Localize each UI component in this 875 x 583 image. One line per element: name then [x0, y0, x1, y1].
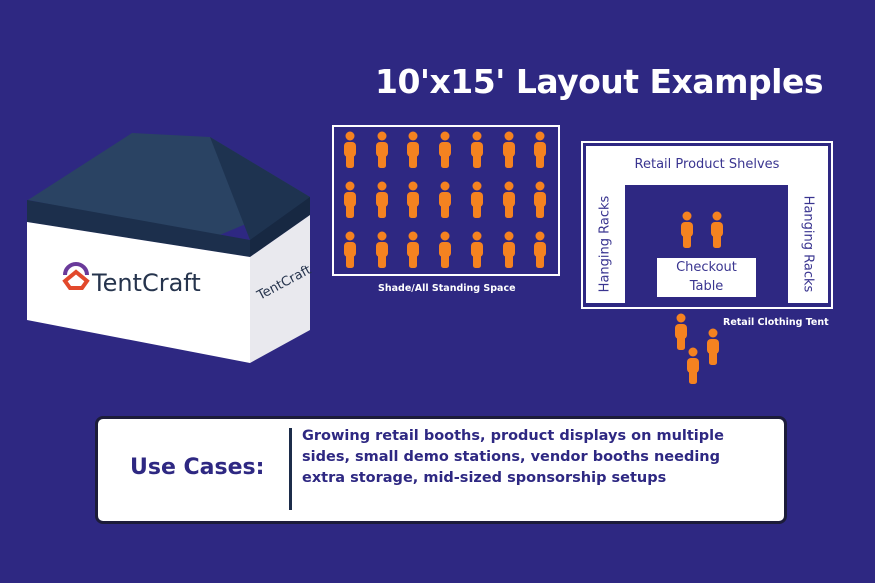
person-icon: [437, 181, 453, 219]
checkout-label-1: Checkout: [676, 260, 737, 275]
person-icon: [342, 131, 358, 169]
checkout-label-2: Table: [689, 279, 724, 294]
person-icon: [374, 131, 390, 169]
person-icon: [469, 231, 485, 269]
person-icon: [685, 347, 701, 385]
retail-layout-caption: Retail Clothing Tent: [723, 317, 829, 328]
person-icon: [532, 181, 548, 219]
person-icon: [437, 231, 453, 269]
person-icon: [532, 231, 548, 269]
person-icon: [709, 211, 725, 249]
standing-layout-box: [332, 125, 560, 276]
person-icon: [501, 131, 517, 169]
person-icon: [342, 231, 358, 269]
hanging-racks-left: Hanging Racks: [586, 185, 625, 303]
person-icon: [501, 231, 517, 269]
retail-shelves: Retail Product Shelves: [586, 146, 828, 185]
hanging-racks-right-label: Hanging Racks: [800, 195, 816, 293]
standing-layout-caption: Shade/All Standing Space: [378, 283, 516, 294]
person-icon: [705, 328, 721, 366]
retail-shelves-label: Retail Product Shelves: [634, 157, 780, 172]
person-icon: [469, 131, 485, 169]
use-cases-panel: Use Cases: Growing retail booths, produc…: [95, 416, 787, 524]
page-title: 10'x15' Layout Examples: [375, 62, 824, 101]
person-icon: [405, 131, 421, 169]
person-icon: [673, 313, 689, 351]
hanging-racks-left-label: Hanging Racks: [597, 195, 613, 293]
person-icon: [679, 211, 695, 249]
tent-illustration: TentCraft TentCraft: [27, 133, 314, 363]
hanging-racks-right: Hanging Racks: [788, 185, 828, 303]
use-cases-text: Growing retail booths, product displays …: [302, 428, 724, 486]
person-icon: [374, 231, 390, 269]
person-icon: [374, 181, 390, 219]
checkout-table: Checkout Table: [657, 258, 756, 297]
tentcraft-logo-icon: [62, 262, 90, 290]
use-cases-heading: Use Cases:: [130, 455, 265, 480]
person-icon: [469, 181, 485, 219]
retail-layout-box: Retail Product Shelves Hanging Racks Han…: [581, 141, 833, 309]
person-icon: [437, 131, 453, 169]
divider: [289, 428, 292, 510]
person-icon: [501, 181, 517, 219]
person-icon: [342, 181, 358, 219]
tentcraft-logo-text: TentCraft: [91, 269, 201, 297]
person-icon: [532, 131, 548, 169]
person-icon: [405, 181, 421, 219]
person-icon: [405, 231, 421, 269]
